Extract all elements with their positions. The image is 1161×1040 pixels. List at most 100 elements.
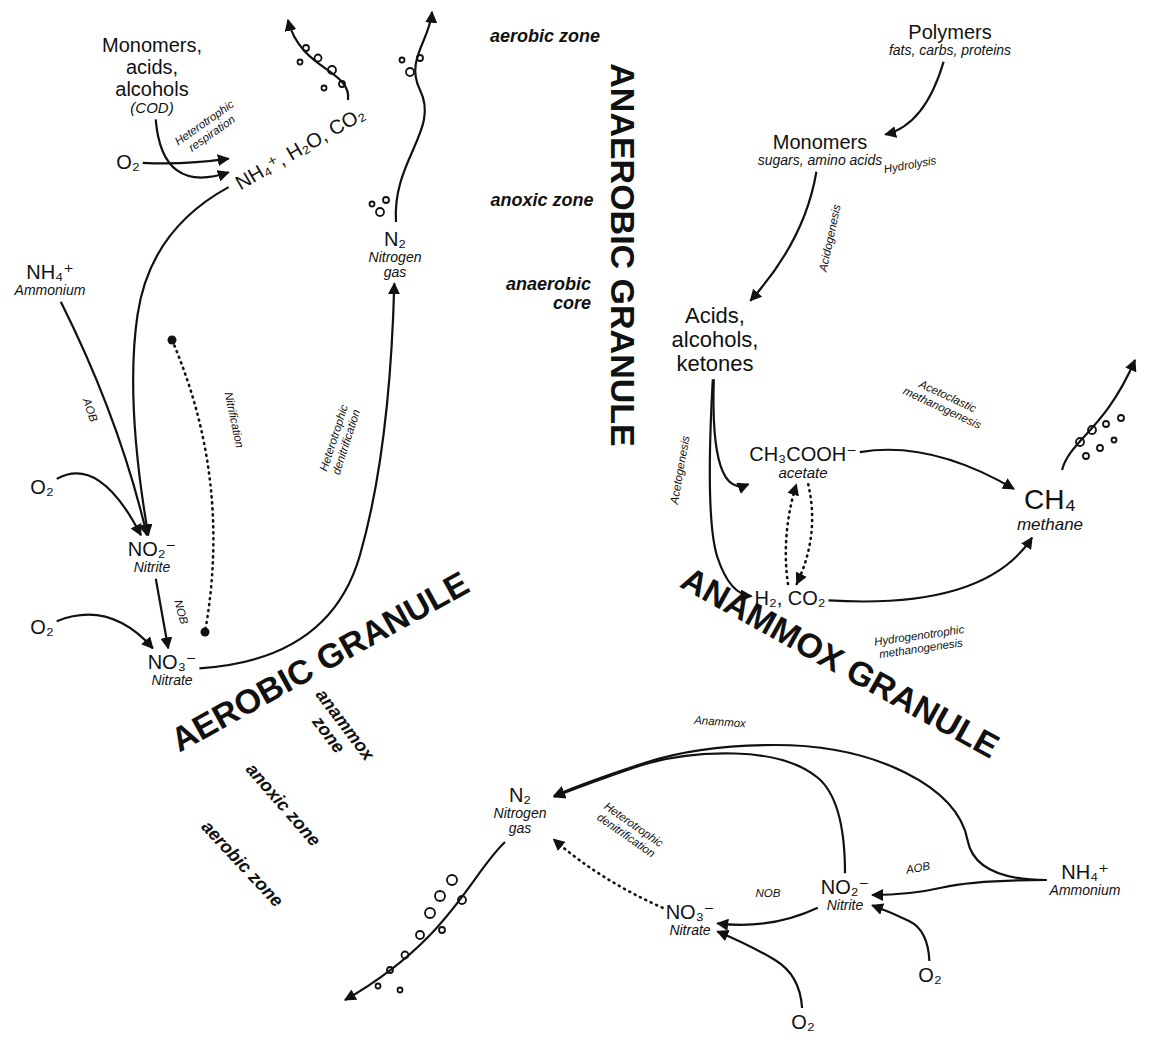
process-label: Heterotrophic denitrification (586, 794, 674, 866)
process-label: Anammox (694, 714, 747, 730)
process-label: Heterotrophic respiration (170, 96, 246, 160)
species-formula: O₂ (30, 476, 53, 498)
species-formula: Acids, alcohols, ketones (660, 304, 770, 377)
species-name: Nitrogen gas (364, 250, 426, 281)
flow-arrow (885, 62, 943, 135)
flow-arrow (872, 905, 929, 961)
sector-fill (198, 530, 1003, 990)
species-node: Monomers, acids, alcohols(COD) (96, 34, 208, 117)
species-node: Acids, alcohols, ketones (660, 304, 770, 377)
gas-bubbles (298, 45, 1125, 993)
species-node: NO₂⁻Nitrite (821, 876, 869, 913)
flow-arrow (554, 753, 845, 873)
species-name: Nitrite (128, 560, 176, 575)
species-node: NH₄⁺Ammonium (15, 261, 86, 298)
species-name: acetate (749, 465, 857, 482)
dotted-flow-arrow (797, 484, 812, 584)
species-name: methane (1017, 516, 1083, 535)
sector-fill (268, 530, 933, 910)
species-name: Ammonium (1050, 883, 1121, 898)
process-label: AOB (80, 396, 100, 423)
process-label: Acetoclastic methanogenesis (897, 370, 994, 433)
flow-arrow (199, 283, 394, 668)
species-formula: O₂ (918, 964, 941, 986)
zone-label: aerobic zone (490, 27, 600, 46)
species-name: fats, carbs, proteins (889, 43, 1011, 58)
zone-label: anaerobic core (495, 275, 591, 313)
species-node: Monomerssugars, amino acids (758, 131, 883, 168)
species-node: NO₂⁻Nitrite (128, 538, 176, 575)
species-formula: CH₃COOH⁻ (749, 443, 857, 465)
species-formula: O₂ (791, 1011, 814, 1033)
species-name: Ammonium (15, 283, 86, 298)
species-formula: NH₄⁺, H₂O, CO₂ (232, 102, 369, 194)
species-node: NO₃⁻Nitrate (148, 651, 197, 688)
species-node: O₂ (116, 151, 139, 173)
species-name: sugars, amino acids (758, 153, 883, 168)
flow-arrow (156, 579, 168, 649)
species-node: Polymersfats, carbs, proteins (889, 21, 1011, 58)
species-formula: NO₂⁻ (821, 876, 869, 898)
flow-arrow (717, 931, 802, 1008)
process-label: Hydrogenotrophic methanogenesis (856, 621, 983, 663)
granule-title: ANAEROBIC GRANULE (604, 63, 640, 446)
granule-title: ANAMMOX GRANULE (675, 561, 1005, 765)
species-node: N₂Nitrogen gas (489, 784, 551, 837)
process-label: Hydrolysis (883, 154, 937, 176)
gas-exit-arrow (345, 842, 505, 1000)
zone-label: aerobic zone (198, 817, 287, 910)
species-node: NH₄⁺Ammonium (1050, 861, 1121, 898)
species-node: CH₄methane (1017, 485, 1083, 534)
species-name: (COD) (96, 100, 208, 117)
flow-arrow (860, 450, 1014, 489)
species-node: O₂ (30, 476, 53, 498)
species-formula: NO₃⁻ (666, 901, 715, 923)
species-formula: NO₂⁻ (128, 538, 176, 560)
dotted-flow-arrow (786, 484, 796, 584)
process-label: AOB (905, 860, 931, 877)
gas-exit-arrow (396, 12, 432, 222)
species-formula: O₂ (30, 616, 53, 638)
flow-arrow (133, 187, 228, 535)
species-name: Nitrate (666, 923, 715, 938)
species-formula: N₂ (489, 784, 551, 806)
flow-arrow (872, 880, 1046, 895)
sector-fill (305, 235, 600, 673)
species-formula: Polymers (889, 21, 1011, 43)
process-label: Acidogenesis (817, 203, 844, 273)
species-name: Nitrate (148, 673, 197, 688)
flow-arrow (710, 379, 752, 596)
species-formula: Monomers, acids, alcohols (96, 34, 208, 100)
species-node: O₂ (791, 1011, 814, 1033)
process-label: Heterotrophic denitrification (313, 391, 366, 489)
sector-fill (80, 10, 600, 782)
species-formula: O₂ (116, 151, 139, 173)
line-end-dot (168, 336, 177, 345)
species-formula: N₂ (364, 228, 426, 250)
process-label: Acetogenesis (668, 435, 692, 505)
flow-arrow (554, 745, 1047, 880)
sector-fill (80, 10, 600, 782)
sector-fill (230, 160, 600, 709)
species-formula: CH₄ (1017, 485, 1083, 516)
species-node: NO₃⁻Nitrate (666, 901, 715, 938)
species-formula: NH₄⁺ (15, 261, 86, 283)
